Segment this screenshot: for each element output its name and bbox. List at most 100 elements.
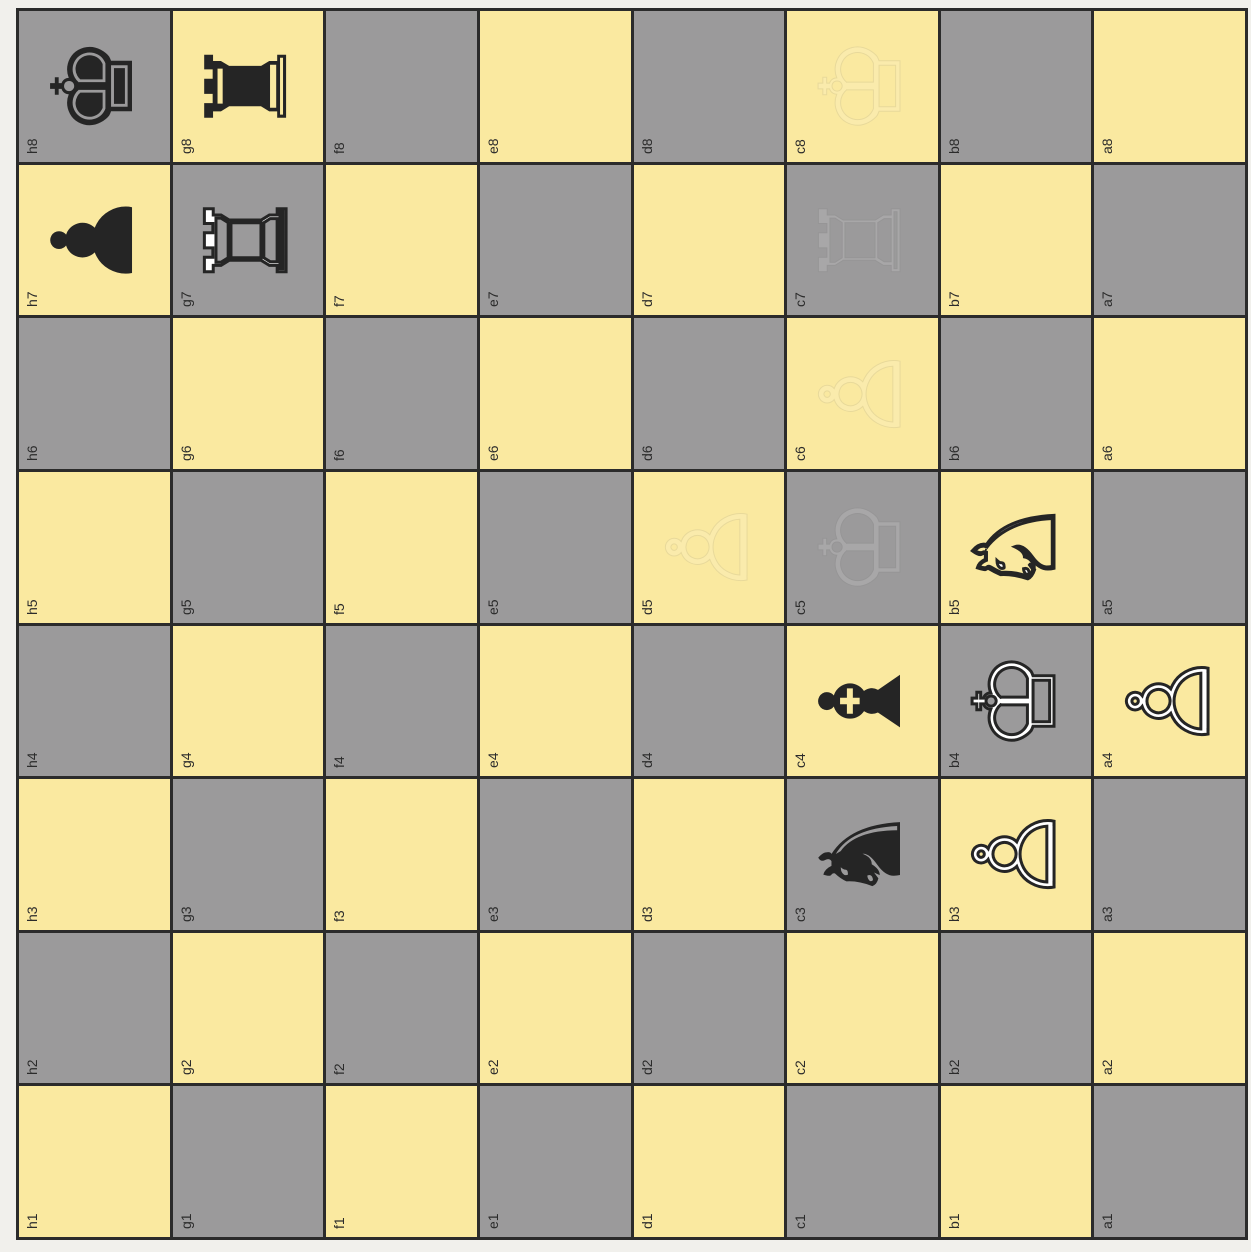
square-label: c4 — [793, 753, 807, 768]
square-c7[interactable]: c7♖ — [787, 165, 938, 316]
square-f6[interactable]: f6 — [326, 318, 477, 469]
square-d1[interactable]: d1 — [634, 1086, 785, 1237]
square-g4[interactable]: g4 — [173, 626, 324, 777]
square-c1[interactable]: c1 — [787, 1086, 938, 1237]
square-b1[interactable]: b1 — [941, 1086, 1092, 1237]
square-label: g6 — [179, 445, 193, 461]
square-label: e2 — [486, 1060, 500, 1076]
square-label: d4 — [640, 753, 654, 769]
square-f7[interactable]: f7 — [326, 165, 477, 316]
black-bishop-icon[interactable]: ♝ — [806, 651, 918, 751]
square-g7[interactable]: g7 ♖ — [173, 165, 324, 316]
white-knight-icon[interactable]: ♘ — [960, 497, 1072, 597]
square-g5[interactable]: g5 — [173, 472, 324, 623]
square-c6[interactable]: c6♙ — [787, 318, 938, 469]
black-rook-icon[interactable]: ♜ — [192, 36, 304, 136]
square-a5[interactable]: a5 — [1094, 472, 1245, 623]
square-b7[interactable]: b7 — [941, 165, 1092, 316]
square-label: f2 — [332, 1064, 346, 1076]
square-label: h4 — [25, 753, 39, 769]
square-c8[interactable]: c8♔ — [787, 11, 938, 162]
square-e4[interactable]: e4 — [480, 626, 631, 777]
square-g1[interactable]: g1 — [173, 1086, 324, 1237]
square-d8[interactable]: d8 — [634, 11, 785, 162]
square-label: f7 — [332, 296, 346, 308]
square-e1[interactable]: e1 — [480, 1086, 631, 1237]
white-king-icon[interactable]: ♔ — [960, 651, 1072, 751]
square-label: h3 — [25, 906, 39, 922]
square-h8[interactable]: h8 ♚ — [19, 11, 170, 162]
square-g2[interactable]: g2 — [173, 933, 324, 1084]
square-f3[interactable]: f3 — [326, 779, 477, 930]
square-e3[interactable]: e3 — [480, 779, 631, 930]
square-h7[interactable]: h7♟ — [19, 165, 170, 316]
square-e8[interactable]: e8 — [480, 11, 631, 162]
square-d7[interactable]: d7 — [634, 165, 785, 316]
square-label: b8 — [947, 138, 961, 154]
square-g3[interactable]: g3 — [173, 779, 324, 930]
square-label: e5 — [486, 599, 500, 615]
square-e7[interactable]: e7 — [480, 165, 631, 316]
square-label: c5 — [793, 600, 807, 615]
square-label: g3 — [179, 906, 193, 922]
square-label: e1 — [486, 1213, 500, 1229]
square-h4[interactable]: h4 — [19, 626, 170, 777]
square-g8[interactable]: g8♜ — [173, 11, 324, 162]
square-f1[interactable]: f1 — [326, 1086, 477, 1237]
square-c3[interactable]: c3♞ — [787, 779, 938, 930]
square-a1[interactable]: a1 — [1094, 1086, 1245, 1237]
square-a2[interactable]: a2 — [1094, 933, 1245, 1084]
square-a4[interactable]: a4♙ — [1094, 626, 1245, 777]
square-h5[interactable]: h5 — [19, 472, 170, 623]
square-b5[interactable]: b5♘ — [941, 472, 1092, 623]
square-d3[interactable]: d3 — [634, 779, 785, 930]
square-h3[interactable]: h3 — [19, 779, 170, 930]
square-label: d1 — [640, 1213, 654, 1229]
square-a8[interactable]: a8 — [1094, 11, 1245, 162]
square-f8[interactable]: f8 — [326, 11, 477, 162]
white-pawn-icon[interactable]: ♙ — [1114, 651, 1226, 751]
square-b8[interactable]: b8 — [941, 11, 1092, 162]
square-b3[interactable]: b3♙ — [941, 779, 1092, 930]
square-h6[interactable]: h6 — [19, 318, 170, 469]
square-f5[interactable]: f5 — [326, 472, 477, 623]
black-pawn-icon[interactable]: ♟ — [38, 190, 150, 290]
square-label: b7 — [947, 292, 961, 308]
square-label: a3 — [1100, 906, 1114, 922]
square-b6[interactable]: b6 — [941, 318, 1092, 469]
square-label: h1 — [25, 1213, 39, 1229]
square-a3[interactable]: a3 — [1094, 779, 1245, 930]
square-a6[interactable]: a6 — [1094, 318, 1245, 469]
square-e6[interactable]: e6 — [480, 318, 631, 469]
square-label: e7 — [486, 292, 500, 308]
square-d4[interactable]: d4 — [634, 626, 785, 777]
square-f4[interactable]: f4 — [326, 626, 477, 777]
square-e2[interactable]: e2 — [480, 933, 631, 1084]
square-label: f4 — [332, 756, 346, 768]
square-label: f3 — [332, 910, 346, 922]
black-king-icon[interactable]: ♚ — [38, 36, 150, 136]
white-rook-icon[interactable]: ♖ — [192, 190, 304, 290]
square-d5[interactable]: d5♙ — [634, 472, 785, 623]
square-e5[interactable]: e5 — [480, 472, 631, 623]
square-d6[interactable]: d6 — [634, 318, 785, 469]
black-knight-icon[interactable]: ♞ — [806, 804, 918, 904]
square-a7[interactable]: a7 — [1094, 165, 1245, 316]
square-label: e6 — [486, 445, 500, 461]
square-label: h8 — [25, 138, 39, 154]
square-h1[interactable]: h1 — [19, 1086, 170, 1237]
square-label: d7 — [640, 292, 654, 308]
square-b2[interactable]: b2 — [941, 933, 1092, 1084]
square-c5[interactable]: c5♔ — [787, 472, 938, 623]
white-pawn-icon[interactable]: ♙ — [960, 804, 1072, 904]
square-h2[interactable]: h2 — [19, 933, 170, 1084]
square-d2[interactable]: d2 — [634, 933, 785, 1084]
square-g6[interactable]: g6 — [173, 318, 324, 469]
square-b4[interactable]: b4♔ — [941, 626, 1092, 777]
square-label: a4 — [1100, 753, 1114, 769]
square-c4[interactable]: c4 ♝ — [787, 626, 938, 777]
square-c2[interactable]: c2 — [787, 933, 938, 1084]
square-label: g7 — [179, 292, 193, 308]
square-label: b2 — [947, 1060, 961, 1076]
square-f2[interactable]: f2 — [326, 933, 477, 1084]
